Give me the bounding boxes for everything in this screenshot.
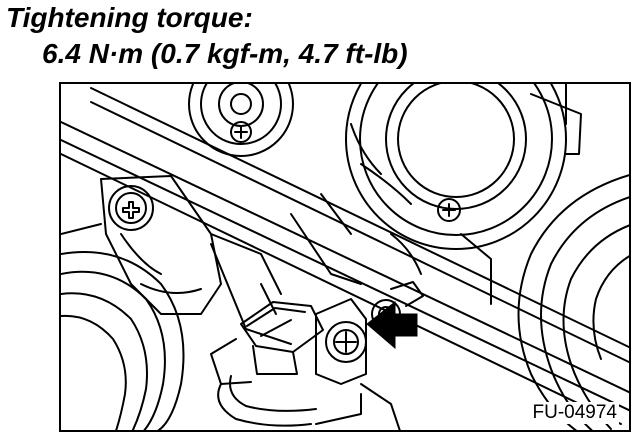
heading: Tightening torque: 6.4 N·m (0.7 kgf-m, 4… [6,0,636,78]
heading-title: Tightening torque: [6,2,253,33]
sensor-body [315,298,367,385]
harness [217,375,362,427]
bracket-left [100,175,292,345]
small-bolt-right-icon [437,198,461,222]
torque-spec: 6.4 N·m (0.7 kgf-m, 4.7 ft-lb) [42,38,408,69]
connector-icon [210,301,324,385]
pulley-lower-left [61,251,185,430]
pulley-large [345,84,567,250]
illustration-frame: FU-04974 [59,82,631,432]
arrow-icon [366,300,418,350]
engine-illustration [61,84,629,430]
figure-code: FU-04974 [530,402,619,424]
pulley-top-left [188,84,294,157]
bolt-icon [108,185,154,231]
small-bolt-icon [230,121,252,143]
drive-belt [61,87,629,425]
